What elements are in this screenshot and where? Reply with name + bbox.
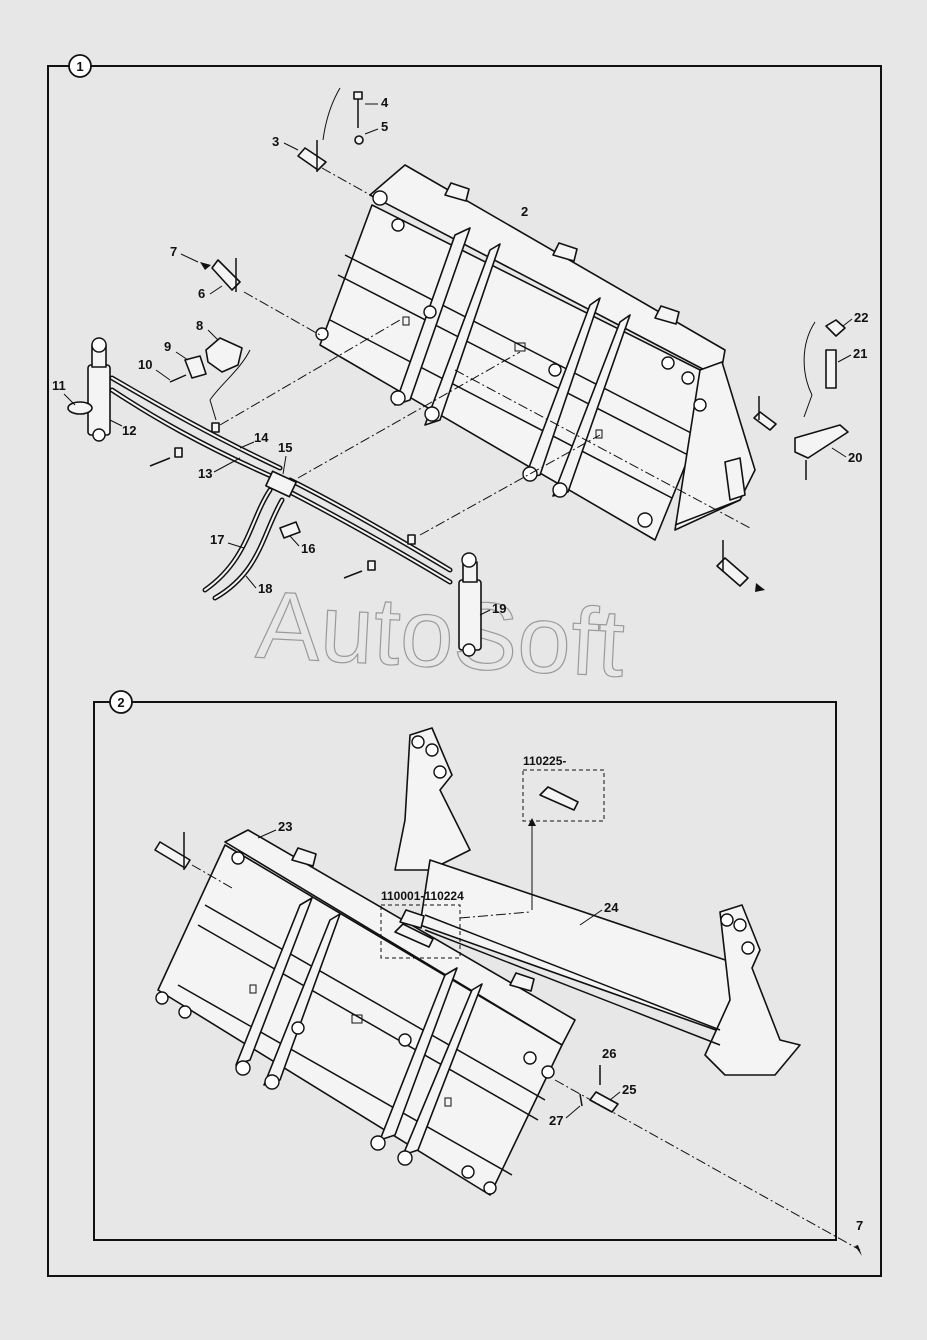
callout-27: 27 [549, 1113, 563, 1128]
callout-5: 5 [381, 119, 388, 134]
centerline-top-4 [454, 369, 751, 529]
quick-coupler-24 [394, 727, 801, 1076]
coupler-right-arm [704, 904, 801, 1076]
watermark: AutoSoft [254, 571, 627, 697]
callout-20: 20 [848, 450, 862, 465]
callout-18: 18 [258, 581, 272, 596]
pin-3-assembly [297, 140, 373, 197]
callout-4: 4 [381, 95, 389, 110]
pin-3 [297, 147, 327, 171]
callout-19: 19 [492, 601, 506, 616]
coupler-left-arm [394, 727, 471, 871]
bucket-body [319, 204, 721, 541]
callout-2: 2 [521, 204, 528, 219]
frame-2 [93, 701, 837, 1241]
callout-11: 11 [52, 378, 66, 393]
callout-9: 9 [164, 339, 171, 354]
callout-14: 14 [254, 430, 269, 445]
callout-7: 7 [170, 244, 177, 259]
callout-15: 15 [278, 440, 292, 455]
part-27 [579, 1093, 583, 1107]
callout-13: 13 [198, 466, 212, 481]
callout-12: 12 [122, 423, 136, 438]
pins-frame-2 [154, 832, 862, 1256]
nut-22 [825, 319, 846, 337]
callout-10: 10 [138, 357, 152, 372]
callout-6: 6 [198, 286, 205, 301]
bucket-23 [155, 829, 576, 1196]
pin-6-assembly [200, 258, 321, 336]
serial-ref-bottom-label: 110001-110224 [381, 889, 464, 903]
bucket-rib-4 [552, 314, 631, 497]
bolt-4-nut-5 [322, 87, 364, 145]
callout-3: 3 [272, 134, 279, 149]
centerline-top-1 [219, 319, 401, 426]
frame-1-number: 1 [76, 59, 83, 74]
callout-16: 16 [301, 541, 315, 556]
bracket-8 [205, 337, 243, 373]
callout-7-frame2: 7 [856, 1218, 863, 1233]
cylinder-12 [67, 337, 111, 442]
callout-17: 17 [210, 532, 224, 547]
hoses-13-14 [109, 375, 283, 483]
clamps [149, 422, 416, 579]
bucket-top-rim [369, 164, 726, 379]
centerline-top-2 [297, 351, 521, 479]
serial-ref-bottom: 110001-110224 [380, 889, 531, 959]
frame-1 [47, 65, 882, 1277]
pin-6 [211, 259, 241, 291]
bolt-21 [825, 349, 837, 389]
bucket-assembly-top [315, 164, 756, 541]
serial-ref-top-label: 110225- [523, 754, 566, 768]
callout-22: 22 [854, 310, 868, 325]
bracket-8-plate-9-bolt-10 [169, 337, 251, 421]
callout-25: 25 [622, 1082, 636, 1097]
frame-2-badge [109, 690, 133, 714]
tooth-20 [794, 424, 849, 459]
callout-26: 26 [602, 1046, 616, 1061]
tooth-20-bolt-21-nut-22 [716, 319, 849, 592]
callout-21: 21 [853, 346, 867, 361]
serial-ref-top: 110225- [522, 754, 605, 910]
bucket-rib-2 [424, 243, 501, 426]
centerline-top-3 [419, 434, 601, 536]
bucket-rib-3 [524, 297, 601, 479]
callouts: 2 3 4 5 6 7 8 9 10 11 12 13 14 15 16 17 … [52, 95, 868, 1233]
frame-1-badge [68, 54, 92, 78]
callout-24: 24 [604, 900, 619, 915]
frame-2-number: 2 [117, 695, 124, 710]
hoses-15-cylinder-19 [202, 470, 482, 657]
pin-right [753, 411, 777, 431]
plate-9 [184, 355, 207, 379]
callout-8: 8 [196, 318, 203, 333]
callout-23: 23 [278, 819, 292, 834]
